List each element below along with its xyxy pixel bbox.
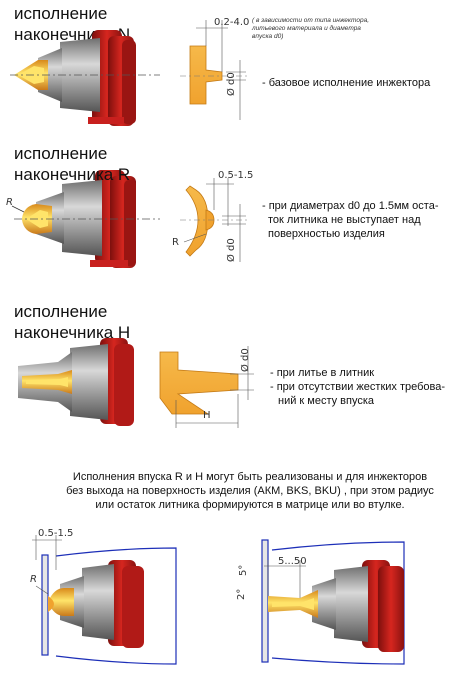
gate-r-drawing [180, 178, 250, 262]
gate-n-shape [189, 45, 223, 105]
nozzle-h-illustration [18, 338, 134, 426]
nozzle-tip [48, 588, 74, 616]
gate-n-drawing [180, 20, 250, 120]
melt-channel [26, 377, 68, 387]
heater-band [124, 180, 136, 266]
dim-bl-radius: R [30, 574, 37, 585]
note-r-line3: поверхностью изделия [268, 228, 385, 240]
nozzle-body [334, 566, 368, 642]
mold-plate [261, 539, 269, 663]
nozzle-body [70, 344, 108, 420]
heater-terminal [88, 117, 124, 124]
section-r-title-line1: исполнение [14, 144, 108, 163]
mold-plate [41, 554, 49, 656]
dim-br-angle1: 2° [236, 588, 247, 600]
dim-line [183, 233, 207, 243]
note-r-line1: - при диаметрах d0 до 1.5мм оста- [262, 200, 439, 212]
bottom-left-illustration [32, 535, 177, 665]
dim-r-d0: Ø d0 [226, 238, 237, 262]
melt-channel [272, 598, 314, 610]
bottom-description-line1: Исполнения впуска R и H могут быть реали… [72, 471, 428, 483]
nozzle-n-illustration [10, 30, 160, 126]
note-h-line3: ний к месту впуска [278, 395, 375, 407]
bottom-description-line2: без выхода на поверхность изделия (АКМ, … [66, 485, 434, 497]
note-r: - при диаметрах d0 до 1.5мм оста- ток ли… [262, 199, 439, 241]
dim-line [35, 585, 49, 595]
bottom-description-line3: или остаток литника формируются в матриц… [95, 499, 405, 511]
note-n: - базовое исполнение инжектора [262, 77, 431, 89]
nozzle-r-illustration [11, 170, 160, 268]
note-h-line1: - при литье в литник [270, 367, 375, 379]
gate-r-shell [185, 185, 209, 257]
heater-terminal [90, 260, 128, 267]
section-r-title-line2: наконечника R [14, 165, 131, 184]
dim-n-note: ( в зависимости от типа инжектора, литье… [252, 17, 370, 40]
gate-dome [48, 596, 54, 612]
heater-band [378, 566, 404, 652]
section-n-title-line1: исполнение [14, 4, 108, 23]
dim-bl-top: 0.5-1.5 [38, 528, 74, 539]
section-r-title: исполнение наконечника R [14, 143, 130, 185]
nozzle-body [82, 564, 114, 640]
dim-br-angle2: 5° [238, 564, 249, 576]
bottom-right-illustration [261, 539, 405, 665]
dim-r-radius: R [172, 237, 179, 248]
dim-r-left: R [6, 197, 13, 208]
dim-r-top: 0.5-1.5 [218, 170, 254, 181]
dim-h-d0: Ø d0 [240, 348, 251, 372]
gate-h-drawing [159, 346, 254, 428]
gate-h-shape [159, 351, 239, 415]
heater-band [114, 344, 134, 426]
heater-band [122, 566, 144, 648]
nozzle-body [62, 180, 102, 256]
note-h: - при литье в литник - при отсутствии же… [270, 366, 445, 408]
dim-h-length: H [203, 410, 211, 421]
section-h-title: исполнение наконечника H [14, 301, 130, 343]
bottom-description: Исполнения впуска R и H могут быть реали… [60, 470, 440, 512]
mold-outline [55, 547, 177, 665]
dim-n-d0: Ø d0 [226, 72, 237, 96]
note-h-line2: - при отсутствии жестких требова- [270, 381, 446, 393]
section-h-title-line2: наконечника H [14, 323, 131, 342]
dim-n-top: 0.2-4.0 [214, 17, 250, 28]
heater-band [122, 40, 136, 124]
note-r-line2: ток литника не выступает над [268, 214, 421, 226]
section-h-title-line1: исполнение [14, 302, 108, 321]
dim-br-top: 5...50 [278, 556, 307, 567]
radius-leader [11, 205, 25, 213]
